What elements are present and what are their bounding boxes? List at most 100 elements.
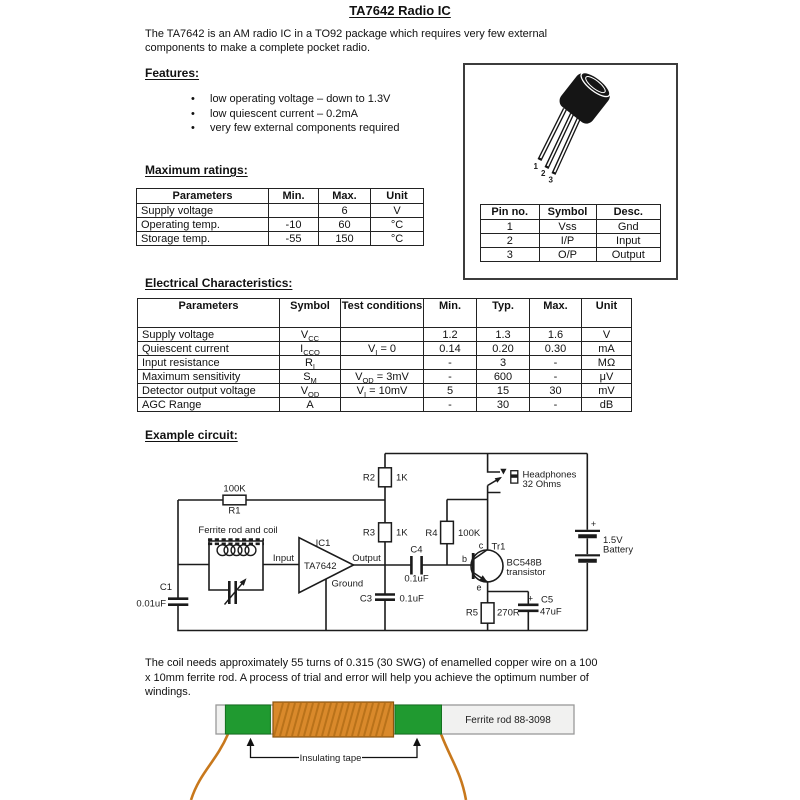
header-cell: Parameters xyxy=(136,188,269,204)
c1-ref-label: C1 xyxy=(160,582,172,593)
c3-value-label: 0.1uF xyxy=(400,594,424,605)
cell: 1.3 xyxy=(476,327,530,342)
feature-item: low quiescent current – 0.2mA xyxy=(191,107,400,122)
resistor-r5 xyxy=(480,602,495,624)
tr1-collector-label: c xyxy=(479,541,484,551)
resistor-r4 xyxy=(439,520,455,545)
c5-value-label: 47uF xyxy=(540,607,562,618)
cell: AGC Range xyxy=(137,397,280,412)
transistor-tr1-symbol xyxy=(470,548,504,583)
cell: 1.2 xyxy=(423,327,477,342)
r2-value-label: 1K xyxy=(396,473,408,484)
to92-body xyxy=(559,72,611,124)
cell: dB xyxy=(581,397,632,412)
table-row: Supply voltage VCC 1.2 1.3 1.6 V xyxy=(137,327,632,342)
cell: Input resistance xyxy=(137,355,280,370)
tr1-emitter-label: e xyxy=(476,583,481,593)
cell: - xyxy=(423,369,477,384)
cell: mA xyxy=(581,341,632,356)
cell: VI = 0 xyxy=(340,341,424,356)
header-cell: Max. xyxy=(529,298,582,328)
battery-symbol xyxy=(575,529,600,563)
coil-note-line: x 10mm ferrite rod. A process of trial a… xyxy=(145,671,589,684)
cell: 3 xyxy=(480,247,540,262)
cell xyxy=(340,355,424,370)
cell: 0.14 xyxy=(423,341,477,356)
r2-ref-label: R2 xyxy=(363,473,375,484)
cell: 5 xyxy=(423,383,477,398)
cell xyxy=(340,327,424,342)
header-cell: Min. xyxy=(268,188,319,204)
table-row: Input resistance RI - 3 - MΩ xyxy=(137,355,632,370)
table-row: AGC Range A - 30 - dB xyxy=(137,397,632,412)
r4-ref-label: R4 xyxy=(425,528,437,539)
max-ratings-heading: Maximum ratings: xyxy=(145,163,248,177)
r5-ref-label: R5 xyxy=(466,608,478,619)
cell: -55 xyxy=(268,231,319,246)
table-row: 2 I/P Input xyxy=(480,233,661,248)
table-row: Operating temp. -10 60 °C xyxy=(136,217,424,232)
cell: -10 xyxy=(268,217,319,232)
cell: Quiescent current xyxy=(137,341,280,356)
features-list: low operating voltage – down to 1.3V low… xyxy=(191,92,400,136)
cell: Supply voltage xyxy=(137,327,280,342)
cell: - xyxy=(529,397,582,412)
coil-note-line: The coil needs approximately 55 turns of… xyxy=(145,657,598,669)
cell: ICCQ xyxy=(279,341,341,356)
ferrite-caption-label: Ferrite rod and coil xyxy=(198,525,277,536)
cell: 0.20 xyxy=(476,341,530,356)
coil-wire-ends xyxy=(189,733,468,800)
cell: 1.6 xyxy=(529,327,582,342)
capacitor-c1 xyxy=(168,597,189,606)
intro-line: The TA7642 is an AM radio IC in a TO92 p… xyxy=(145,28,548,40)
cell: 15 xyxy=(476,383,530,398)
header-cell: Unit xyxy=(370,188,424,204)
table-header-row: Parameters Symbol Test conditions Min. T… xyxy=(137,298,632,328)
r3-value-label: 1K xyxy=(396,528,408,539)
c4-value-label: 0.1uF xyxy=(404,574,428,585)
r1-value-label: 100K xyxy=(223,484,246,495)
intro-paragraph: The TA7642 is an AM radio IC in a TO92 p… xyxy=(145,27,547,55)
pin-number-label: 2 xyxy=(541,169,546,178)
battery-label: Battery xyxy=(603,545,633,556)
max-ratings-table: Parameters Min. Max. Unit Supply voltage… xyxy=(136,188,424,246)
cell: Input xyxy=(595,233,661,248)
insulating-tape-left xyxy=(224,704,271,735)
ferrite-rod-label: Ferrite rod 88-3098 xyxy=(465,715,551,726)
cell: - xyxy=(423,397,477,412)
electrical-heading: Electrical Characteristics: xyxy=(145,276,293,290)
electrical-table: Parameters Symbol Test conditions Min. T… xyxy=(137,298,632,412)
ic1-output-label: Output xyxy=(352,553,381,564)
features-heading: Features: xyxy=(145,66,200,80)
page-title: TA7642 Radio IC xyxy=(349,3,451,18)
header-cell: Symbol xyxy=(279,298,341,328)
cell: SM xyxy=(279,369,341,384)
capacitor-c5 xyxy=(518,603,539,613)
battery-label: 1.5V xyxy=(603,535,623,546)
resistor-r1 xyxy=(222,494,247,506)
ferrite-rod-figure: Ferrite rod 88-3098 Insulating tape xyxy=(189,701,575,800)
c5-polarity-label: + xyxy=(528,594,533,604)
cell: 30 xyxy=(476,397,530,412)
insulating-tape-annotation: Insulating tape xyxy=(246,737,421,764)
coil-winding xyxy=(272,701,395,738)
cell: Supply voltage xyxy=(136,203,269,218)
intro-line: components to make a complete pocket rad… xyxy=(145,42,371,54)
headphones-label: 32 Ohms xyxy=(523,479,562,490)
pin-table: Pin no. Symbol Desc. 1 Vss Gnd 2 I/P Inp… xyxy=(480,204,661,262)
table-row: Quiescent current ICCQ VI = 0 0.14 0.20 … xyxy=(137,341,632,356)
ic1-name-label: TA7642 xyxy=(304,561,337,572)
feature-item: very few external components required xyxy=(191,121,400,136)
battery-polarity-label: + xyxy=(591,519,596,529)
cell: MΩ xyxy=(581,355,632,370)
cell: 600 xyxy=(476,369,530,384)
r4-value-label: 100K xyxy=(458,528,481,539)
tr1-base-label: b xyxy=(462,554,467,564)
cell: Operating temp. xyxy=(136,217,269,232)
insulating-tape-right xyxy=(394,704,442,735)
cell: - xyxy=(529,355,582,370)
table-row: Detector output voltage VOD VI = 10mV 5 … xyxy=(137,383,632,398)
headphones-label: Headphones xyxy=(523,470,577,481)
cell: - xyxy=(423,355,477,370)
